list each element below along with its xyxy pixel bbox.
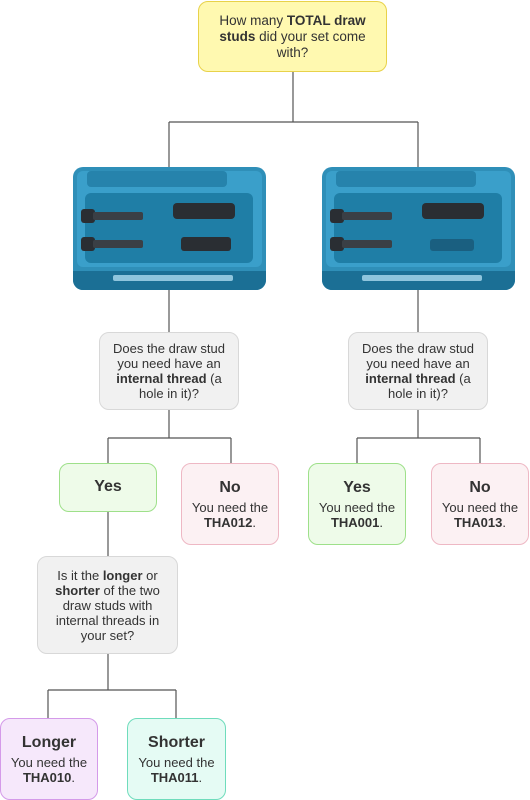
right-no-box: No You need the THA013. xyxy=(431,463,529,545)
longer-title: Longer xyxy=(21,734,77,751)
left-yes-title: Yes xyxy=(94,477,122,495)
left-no-title: No xyxy=(219,479,241,496)
right-yes-title: Yes xyxy=(343,479,371,496)
connector-right-question xyxy=(356,410,481,463)
right-question-text: Does the draw stud you need have an inte… xyxy=(361,341,474,401)
shorter-box: Shorter You need the THA011. xyxy=(127,718,226,800)
followup-question-box: Is it the longer or shorter of the two d… xyxy=(37,556,178,654)
left-no-text: You need the THA012. xyxy=(191,500,269,530)
left-question-text: Does the draw stud you need have an inte… xyxy=(112,341,225,401)
right-no-title: No xyxy=(469,479,491,496)
shorter-title: Shorter xyxy=(148,734,205,751)
left-question-box: Does the draw stud you need have an inte… xyxy=(99,332,239,410)
left-yes-box: Yes xyxy=(59,463,157,512)
right-no-text: You need the THA013. xyxy=(441,500,519,530)
photo-right-case xyxy=(322,167,515,290)
right-yes-box: Yes You need the THA001. xyxy=(308,463,406,545)
followup-question-text: Is it the longer or shorter of the two d… xyxy=(55,567,160,643)
photo-left-case xyxy=(73,167,266,290)
connector-followup xyxy=(47,654,177,718)
right-yes-text: You need the THA001. xyxy=(318,500,396,530)
connector-top xyxy=(168,72,419,167)
longer-text: You need the THA010. xyxy=(10,755,88,785)
top-question-box: How many TOTAL draw studs did your set c… xyxy=(198,1,387,72)
shorter-text: You need the THA011. xyxy=(138,755,215,785)
top-question-text: How many TOTAL draw studs did your set c… xyxy=(219,12,366,60)
right-question-box: Does the draw stud you need have an inte… xyxy=(348,332,488,410)
longer-box: Longer You need the THA010. xyxy=(0,718,98,800)
connector-left-question xyxy=(107,410,232,463)
left-no-box: No You need the THA012. xyxy=(181,463,279,545)
